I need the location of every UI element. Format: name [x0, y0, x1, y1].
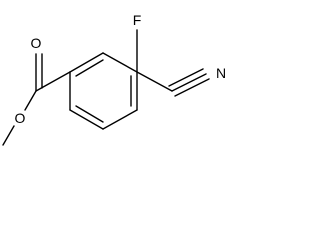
carbonyl-oxygen-label: O	[31, 35, 42, 51]
ester-oxygen-label: O	[15, 110, 26, 126]
nitrile-triple-bond-1	[171, 73, 207, 92]
bond-carbonyl-ester-oxygen	[24, 90, 37, 111]
nitrile-triple-bond-3	[174, 78, 210, 97]
nitrogen-atom-label: N	[216, 65, 226, 81]
bond-ester-oxygen-methyl	[2, 125, 15, 146]
ring-bond-c5-c6	[69, 109, 104, 130]
ring-bond-c2-c3	[102, 52, 138, 73]
structure-canvas: F N O O	[0, 0, 235, 150]
ring-bond-c1-c2	[69, 52, 104, 73]
bond-ring-carbonyl	[35, 71, 71, 92]
bond-c-cn	[136, 71, 173, 92]
ring-double-bond-c1-c2	[75, 59, 104, 77]
ring-bond-c4-c5	[102, 109, 138, 130]
nitrile-triple-bond-2	[168, 68, 204, 87]
chemical-structure: F N O O	[2, 12, 226, 146]
ring-double-bond-c5-c6	[75, 105, 104, 123]
fluorine-atom-label: F	[133, 12, 142, 28]
